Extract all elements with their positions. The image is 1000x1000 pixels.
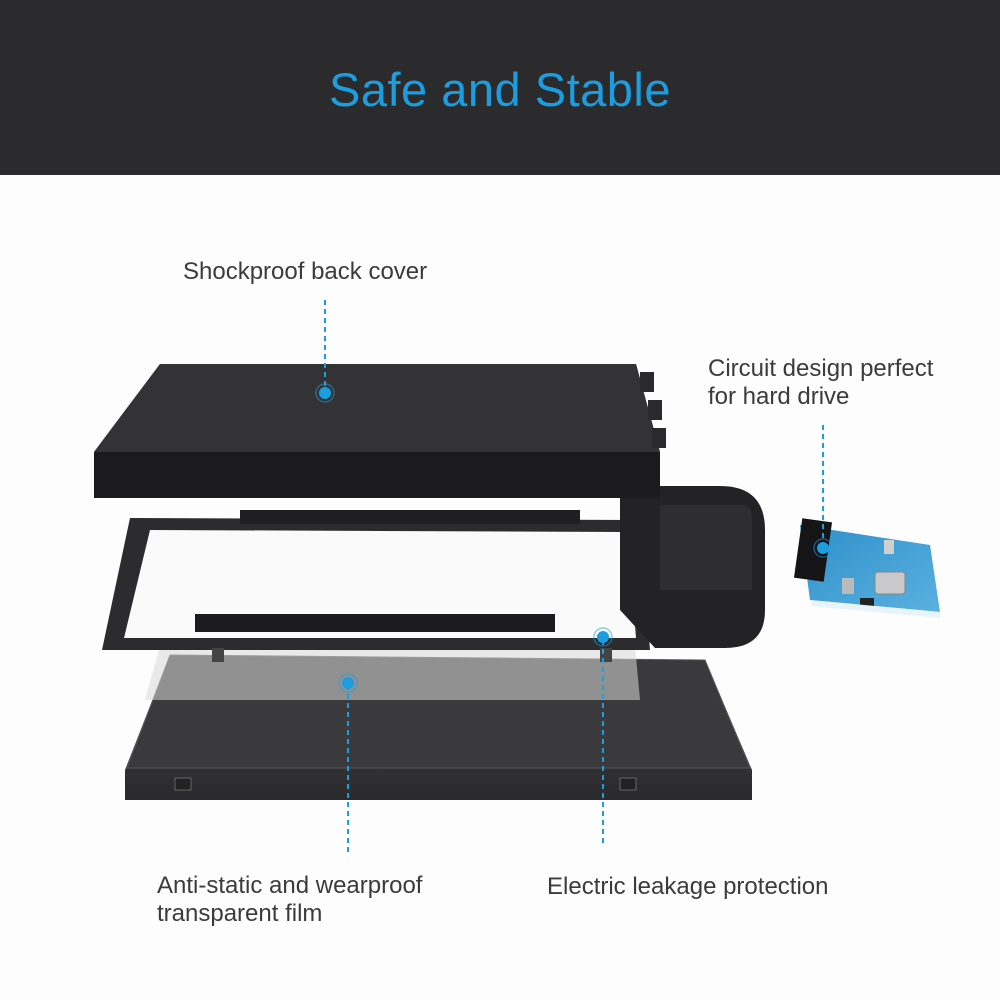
label-film-line2: transparent film — [157, 900, 323, 927]
top-cover — [94, 364, 666, 498]
circuit-board — [793, 518, 940, 618]
callout-dot-leakage — [597, 631, 609, 643]
label-transparent-film: Anti-static and wearproof transparent fi… — [157, 872, 422, 928]
page-title: Safe and Stable — [329, 63, 671, 116]
frame-tray — [102, 510, 650, 662]
header-banner: Safe and Stable — [0, 0, 1000, 175]
label-circuit-line2: for hard drive — [708, 383, 850, 410]
label-circuit-design: Circuit design perfect for hard drive — [708, 355, 933, 411]
connector-housing — [620, 486, 765, 648]
label-film-line1: Anti-static and wearproof — [157, 872, 423, 899]
label-leakage-protection: Electric leakage protection — [547, 873, 829, 900]
label-circuit-line1: Circuit design perfect — [708, 355, 934, 382]
callout-dot-back-cover — [319, 387, 331, 399]
label-back-cover: Shockproof back cover — [183, 258, 428, 285]
callout-dot-film — [342, 677, 354, 689]
callout-dot-circuit — [817, 542, 829, 554]
